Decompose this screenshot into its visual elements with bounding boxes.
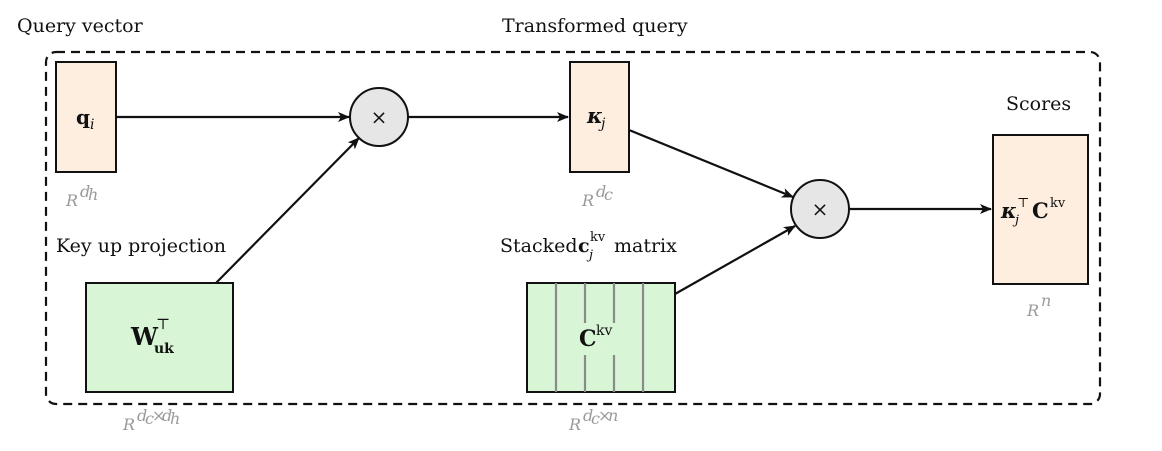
svg-text:R: R: [65, 191, 78, 210]
svg-text:h: h: [170, 409, 180, 428]
svg-text:j: j: [586, 248, 593, 263]
query-vector-box: q i: [55, 61, 117, 173]
svg-text:n: n: [1041, 291, 1051, 310]
svg-text:i: i: [90, 117, 94, 133]
transformed-query-box: κ j: [569, 61, 630, 173]
svg-text:n: n: [608, 406, 618, 425]
query-vector-label: Query vector: [17, 15, 144, 37]
scores-box: κ ⊤ j C kv: [992, 134, 1089, 285]
svg-text:h: h: [88, 185, 98, 204]
svg-text:R: R: [122, 415, 135, 434]
stacked-matrix-dimension: R d c × n: [568, 406, 618, 434]
svg-text:×: ×: [598, 406, 611, 425]
svg-text:d: d: [162, 406, 172, 425]
svg-text:R: R: [568, 415, 581, 434]
svg-text:j: j: [598, 116, 606, 132]
multiply-node-1: ×: [349, 87, 409, 147]
svg-text:κ: κ: [1000, 198, 1017, 223]
svg-text:q: q: [76, 105, 90, 129]
svg-text:kv: kv: [590, 230, 606, 245]
scores-dimension: R n: [1026, 291, 1051, 320]
svg-text:c: c: [604, 185, 613, 204]
svg-text:κ: κ: [586, 103, 603, 128]
svg-text:⊤: ⊤: [1017, 196, 1029, 211]
svg-text:c: c: [591, 409, 600, 428]
query-dimension: R d h: [65, 182, 98, 210]
svg-text:d: d: [137, 406, 147, 425]
svg-text:⊤: ⊤: [156, 315, 170, 333]
svg-text:×: ×: [812, 197, 829, 221]
transformed-query-dimension: R d c: [581, 182, 613, 210]
svg-text:×: ×: [152, 406, 165, 425]
transformed-query-label: Transformed query: [502, 15, 688, 37]
svg-text:R: R: [581, 191, 594, 210]
svg-text:j: j: [1012, 213, 1019, 228]
stacked-matrix-box: C kv: [526, 282, 676, 393]
svg-text:matrix: matrix: [614, 235, 677, 257]
svg-text:d: d: [583, 406, 593, 425]
key-up-projection-box: W ⊤ uk: [85, 282, 234, 393]
svg-text:Stacked: Stacked: [500, 235, 578, 257]
key-up-projection-dimension: R d c × d h: [122, 406, 180, 434]
dashed-frame: [44, 50, 1102, 406]
svg-text:C: C: [1032, 198, 1049, 223]
svg-text:d: d: [596, 182, 606, 201]
svg-text:kv: kv: [596, 323, 612, 339]
svg-text:R: R: [1026, 301, 1039, 320]
svg-text:W: W: [130, 322, 159, 351]
svg-text:c: c: [578, 235, 590, 257]
svg-text:c: c: [145, 409, 154, 428]
arrow-w-to-multiply: [215, 137, 360, 284]
stacked-matrix-label: Stacked c kv j matrix: [500, 230, 677, 263]
svg-text:C: C: [579, 326, 597, 352]
arrow-c-to-multiply: [674, 225, 796, 295]
multiply-node-2: ×: [790, 179, 850, 239]
svg-text:×: ×: [371, 105, 388, 129]
scores-label: Scores: [1006, 93, 1071, 115]
svg-text:uk: uk: [154, 341, 174, 357]
svg-text:kv: kv: [1050, 196, 1066, 211]
svg-text:d: d: [80, 182, 90, 201]
key-up-projection-label: Key up projection: [56, 235, 226, 257]
arrow-kappa-to-multiply: [628, 128, 794, 199]
